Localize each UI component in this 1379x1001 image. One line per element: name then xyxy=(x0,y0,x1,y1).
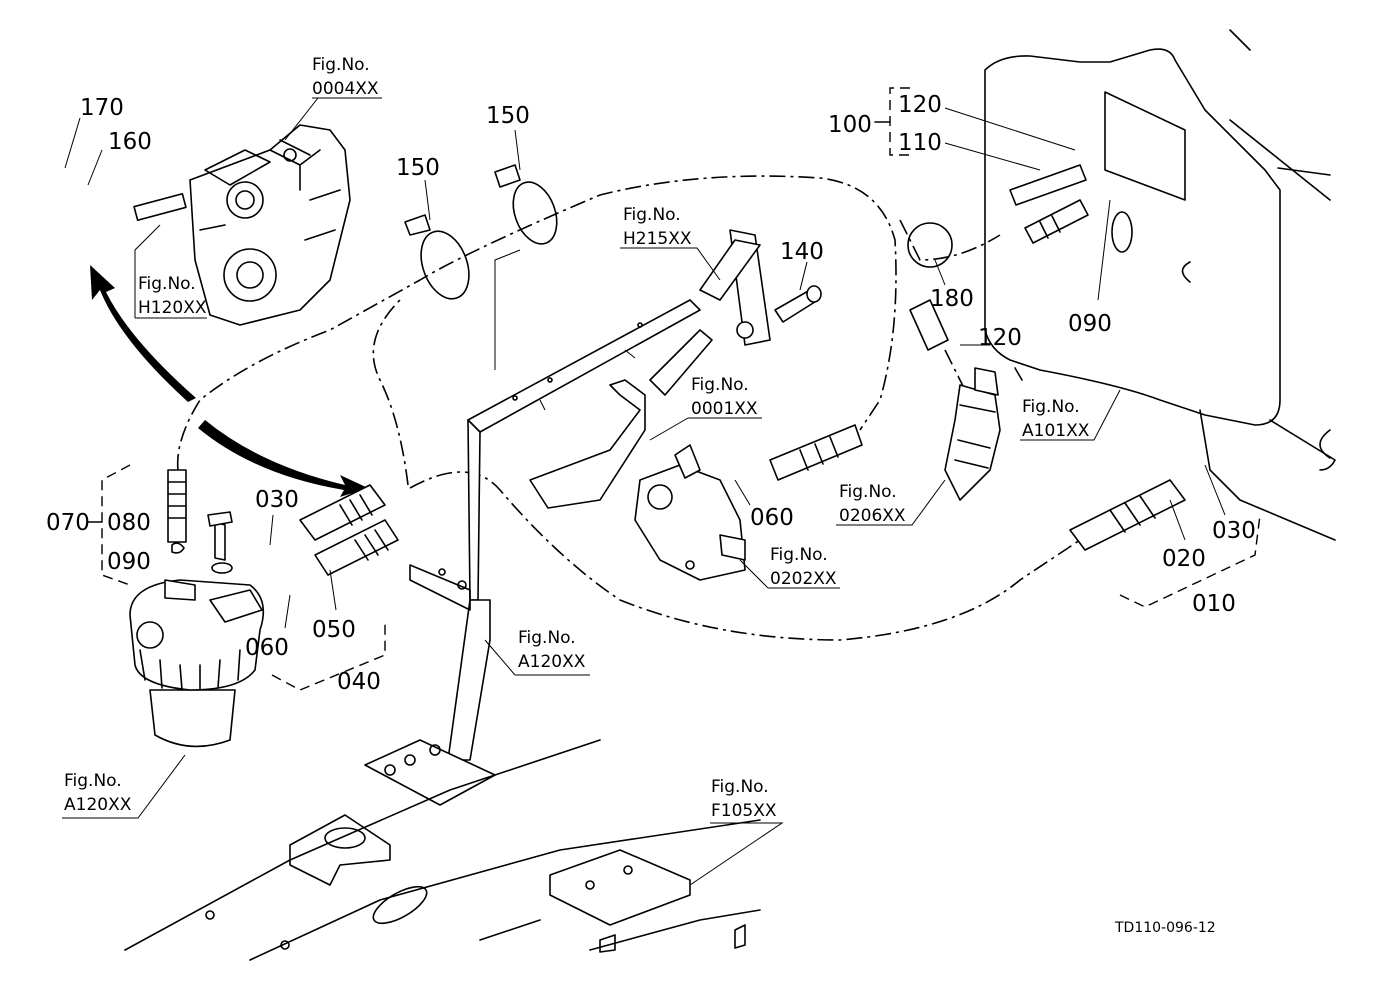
direction-arrow xyxy=(90,265,196,402)
fuel-line-routes xyxy=(176,175,1081,641)
fig-ref-title: Fig.No. xyxy=(691,375,749,395)
hose-040-group xyxy=(299,484,399,576)
frame xyxy=(124,739,761,961)
figure-reference-labels: Fig.No. 0004XX Fig.No. H120XX Fig.No. H2… xyxy=(64,55,1090,821)
engine-block xyxy=(133,124,351,326)
label-060-center: 060 xyxy=(750,505,794,531)
label-020: 020 xyxy=(1162,546,1206,572)
clamp-150-group xyxy=(404,164,953,300)
hose-060-center xyxy=(769,424,863,481)
fuel-tank xyxy=(984,29,1336,541)
fig-ref-title: Fig.No. xyxy=(770,545,828,565)
leader-lines xyxy=(62,97,1226,886)
group-braces xyxy=(87,87,1261,691)
label-120-mid: 120 xyxy=(978,325,1022,351)
fig-ref-code: 0004XX xyxy=(312,79,379,99)
part-number-labels: 170 160 150 150 140 180 120 120 110 100 … xyxy=(46,92,1256,695)
drawing-code: TD110-096-12 xyxy=(1114,920,1216,936)
fuel-hose-vertical xyxy=(167,469,187,554)
fig-ref-code: A101XX xyxy=(1022,421,1090,441)
label-030-left: 030 xyxy=(255,487,299,513)
injection-pump xyxy=(634,444,746,581)
label-060-left: 060 xyxy=(245,635,289,661)
label-090-right: 090 xyxy=(1068,311,1112,337)
fig-ref-title: Fig.No. xyxy=(711,777,769,797)
fig-ref-title: Fig.No. xyxy=(839,482,897,502)
fig-ref-code: A120XX xyxy=(64,795,132,815)
label-110: 110 xyxy=(898,130,942,156)
label-090-left: 090 xyxy=(107,549,151,575)
fig-ref-title: Fig.No. xyxy=(1022,397,1080,417)
lever-assembly xyxy=(529,229,822,509)
fuel-filter xyxy=(129,511,265,748)
return-hose-group xyxy=(909,164,1089,351)
fig-ref-title: Fig.No. xyxy=(518,628,576,648)
label-160: 160 xyxy=(108,129,152,155)
fig-ref-code: H215XX xyxy=(623,229,692,249)
bracket-stand xyxy=(364,249,701,806)
label-150-left: 150 xyxy=(396,155,440,181)
label-010: 010 xyxy=(1192,591,1236,617)
label-150-right: 150 xyxy=(486,103,530,129)
label-050: 050 xyxy=(312,617,356,643)
label-100: 100 xyxy=(828,112,872,138)
fig-ref-title: Fig.No. xyxy=(312,55,370,75)
fig-ref-code: A120XX xyxy=(518,652,586,672)
fig-ref-code: 0001XX xyxy=(691,399,758,419)
label-070: 070 xyxy=(46,510,90,536)
direction-arrow-2 xyxy=(198,420,368,497)
injector-nozzle xyxy=(944,367,1001,501)
hose-010-group xyxy=(1069,479,1186,551)
label-120-top: 120 xyxy=(898,92,942,118)
label-170: 170 xyxy=(80,95,124,121)
label-030-right: 030 xyxy=(1212,518,1256,544)
fig-ref-code: 0206XX xyxy=(839,506,906,526)
label-180: 180 xyxy=(930,286,974,312)
fig-ref-title: Fig.No. xyxy=(138,274,196,294)
label-080: 080 xyxy=(107,510,151,536)
fig-ref-title: Fig.No. xyxy=(64,771,122,791)
fig-ref-title: Fig.No. xyxy=(623,205,681,225)
label-040: 040 xyxy=(337,669,381,695)
label-140: 140 xyxy=(780,239,824,265)
fig-ref-code: H120XX xyxy=(138,298,207,318)
fig-ref-code: F105XX xyxy=(711,801,777,821)
fig-ref-code: 0202XX xyxy=(770,569,837,589)
